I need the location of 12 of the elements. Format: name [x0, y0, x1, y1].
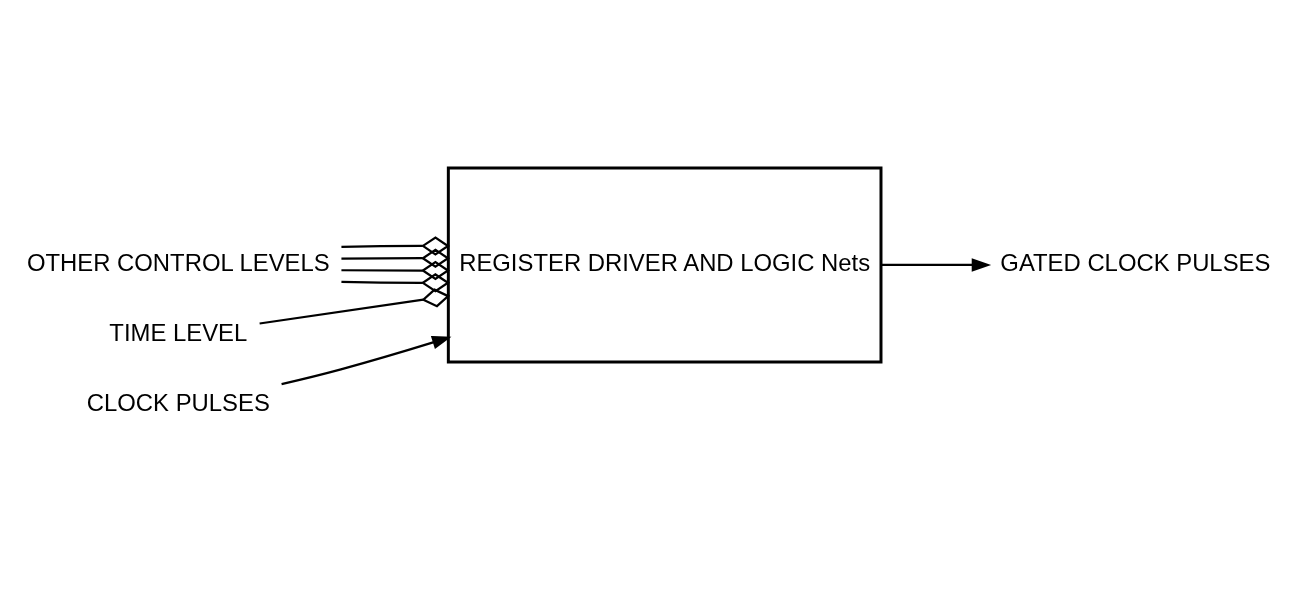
connector [259, 288, 451, 325]
connector [341, 248, 450, 268]
node-text: GATED CLOCK PULSES [1000, 248, 1271, 276]
node-text: TIME LEVEL [109, 318, 248, 346]
connector [341, 260, 450, 281]
arrow [881, 258, 992, 272]
connector [341, 273, 450, 293]
node-text: OTHER CONTROL LEVELS [26, 248, 330, 276]
node-box: REGISTER DRIVER AND LOGIC Nets [446, 166, 883, 364]
connector [341, 236, 450, 256]
arrow [281, 336, 452, 386]
node-text: CLOCK PULSES [86, 388, 270, 416]
